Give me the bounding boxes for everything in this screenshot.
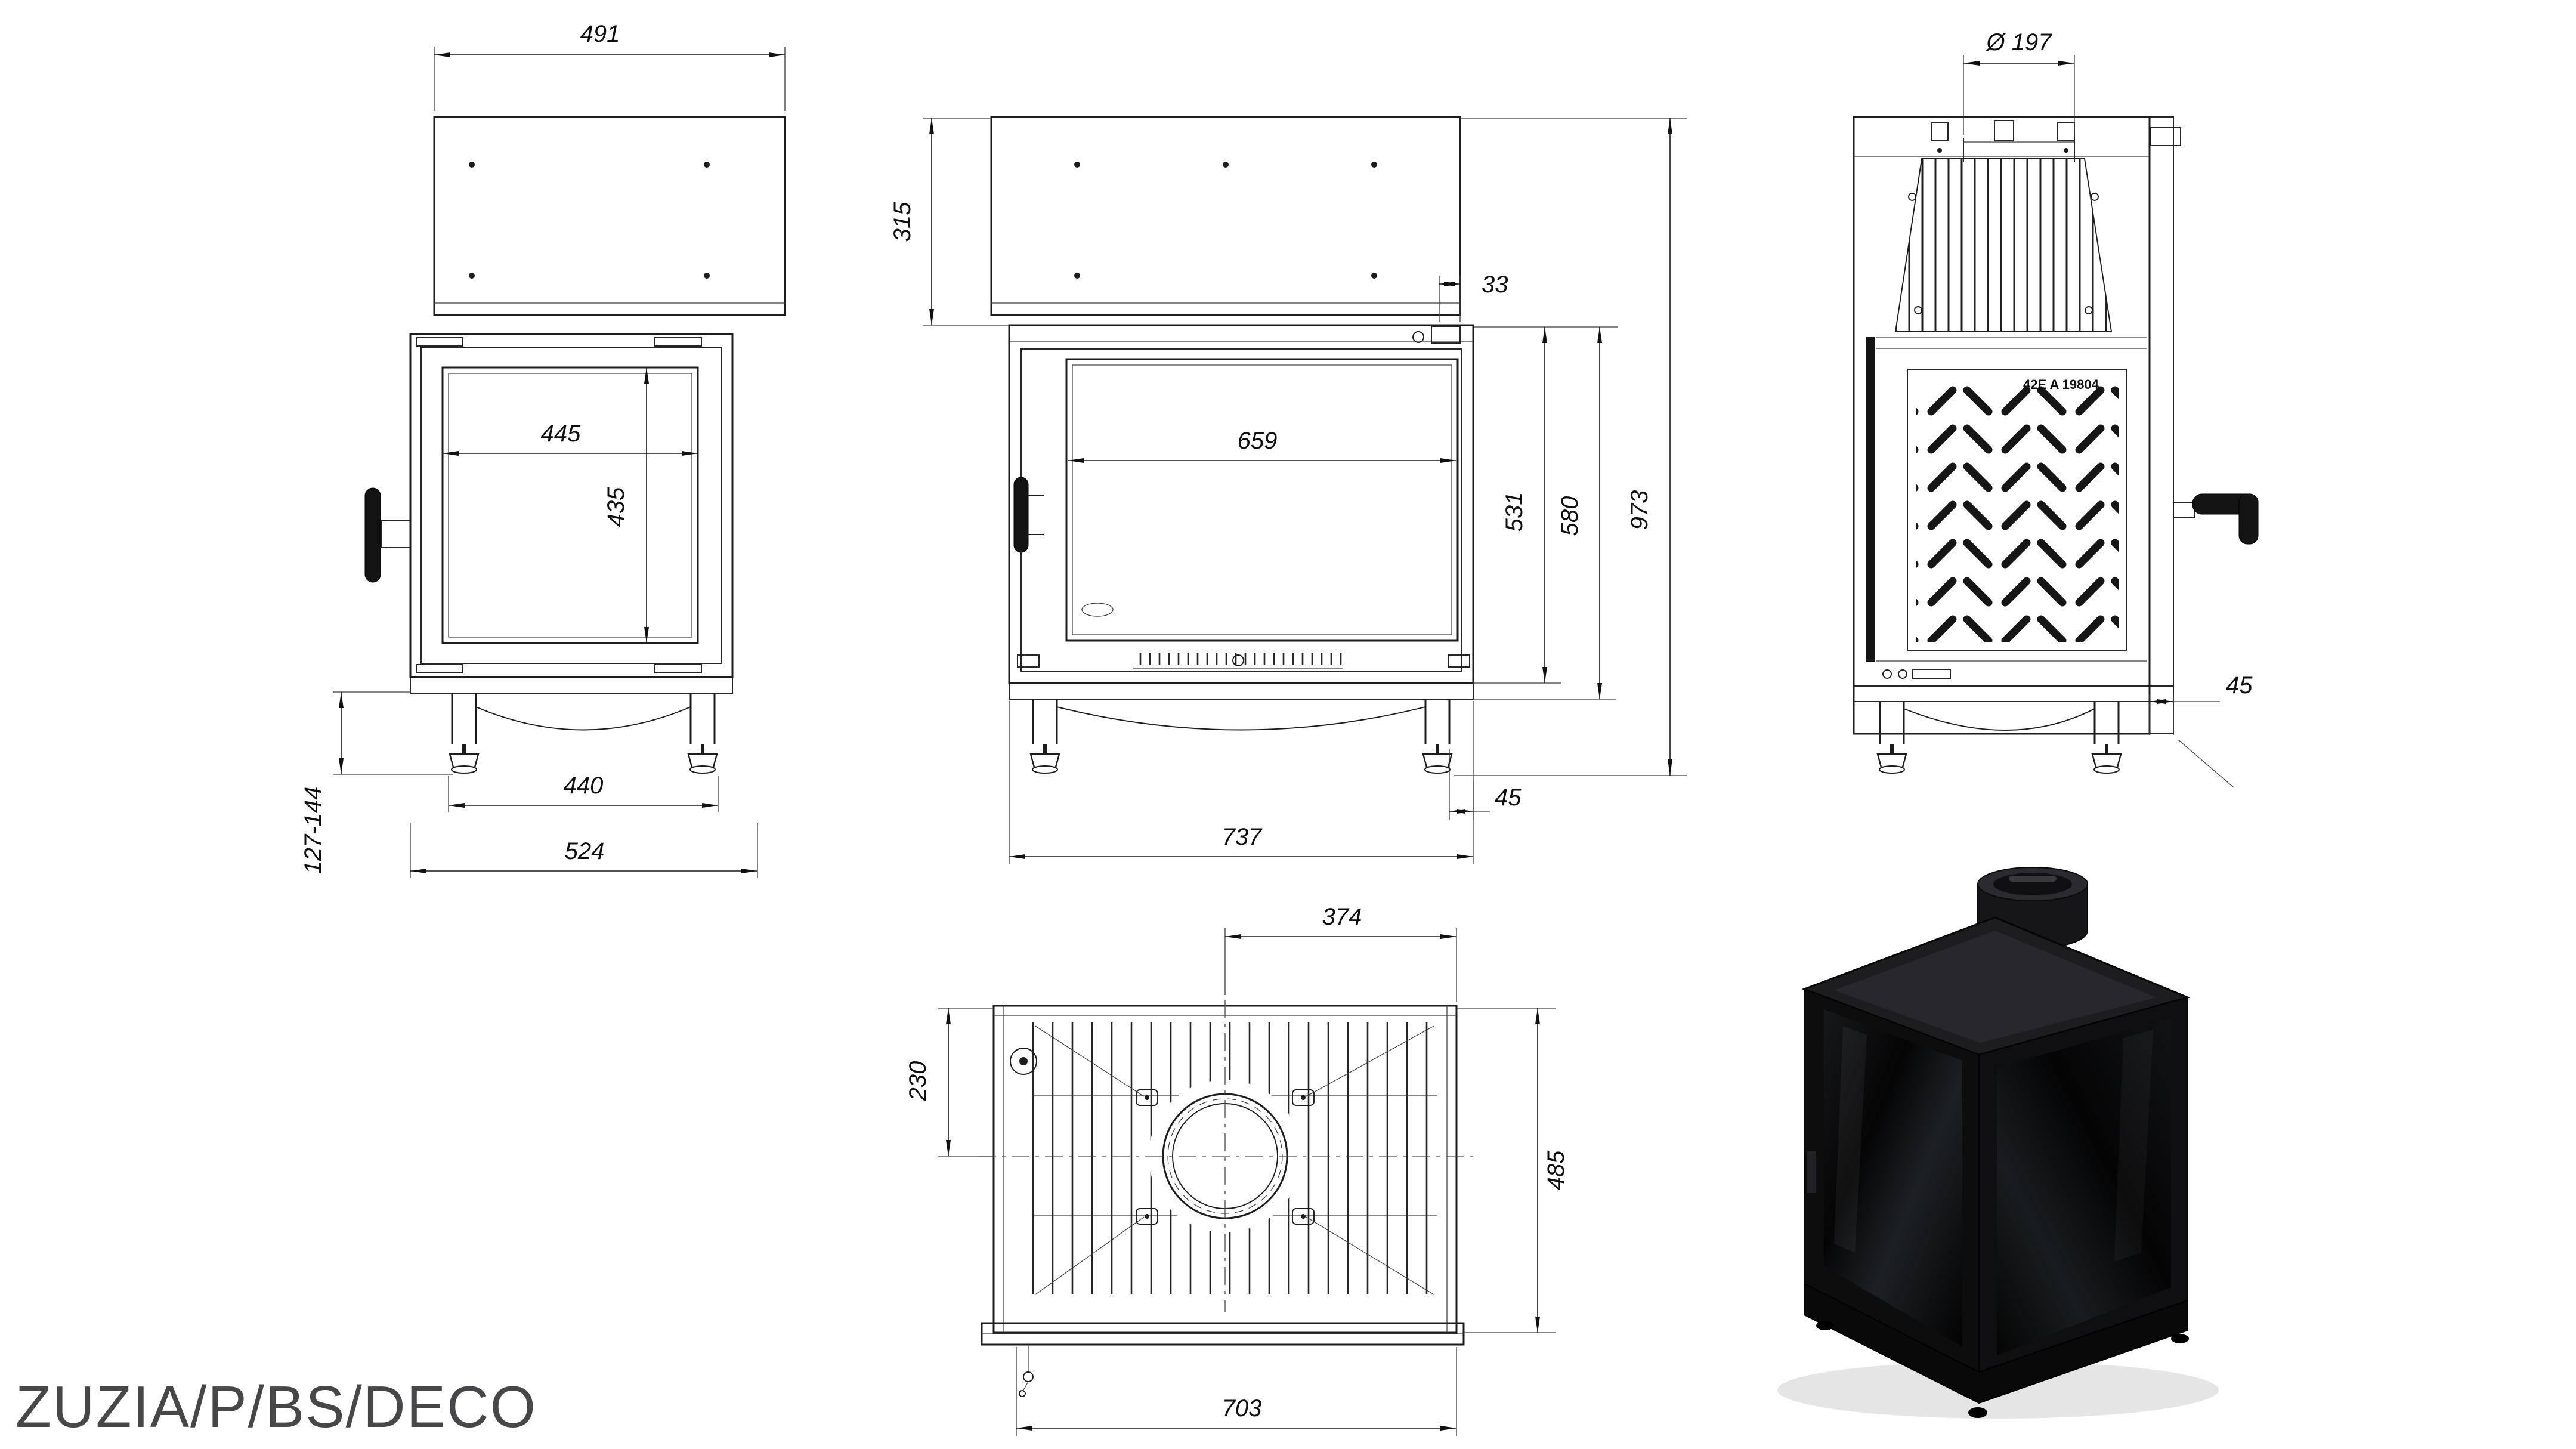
dim-label: 531 bbox=[1501, 492, 1527, 532]
casting-mark: 42E A 19804 bbox=[2023, 377, 2099, 392]
handle-bracket bbox=[2173, 502, 2195, 518]
deco-back-panel bbox=[1916, 382, 2119, 642]
dim-front-base-offset: 45 bbox=[1449, 749, 1522, 820]
adjustable-foot bbox=[450, 744, 478, 773]
dim-front-top-panel-height: 315 bbox=[889, 118, 1009, 326]
dim-label: 524 bbox=[565, 838, 605, 864]
dim-label: 374 bbox=[1322, 904, 1362, 930]
hinge-plate bbox=[654, 337, 702, 347]
dim-top-flue-offset: 374 bbox=[1224, 904, 1457, 1002]
dim-label: 485 bbox=[1543, 1150, 1569, 1190]
dim-label: 703 bbox=[1222, 1395, 1262, 1422]
handle-hint bbox=[1807, 1151, 1816, 1193]
dim-label: 33 bbox=[1482, 271, 1508, 298]
dim-label: 45 bbox=[1495, 784, 1522, 811]
heat-exchanger-fins bbox=[1895, 159, 2111, 332]
dim-front-overall-height: 973 bbox=[1454, 118, 1687, 776]
pull-chain-ring bbox=[1023, 1371, 1034, 1382]
product-title: ZUZIA/P/BS/DECO bbox=[16, 1374, 537, 1439]
product-photo bbox=[1777, 867, 2219, 1419]
door-handle bbox=[1013, 477, 1029, 553]
hinge-pin bbox=[1010, 1048, 1037, 1075]
dim-top-flue-depth: 230 bbox=[905, 1008, 994, 1157]
hinge-plate bbox=[416, 337, 463, 347]
dim-label: Ø 197 bbox=[1986, 29, 2053, 55]
base-skirt bbox=[475, 706, 691, 731]
dim-rear-flue-diameter: Ø 197 bbox=[1963, 29, 2075, 135]
damper-knob bbox=[1412, 331, 1424, 343]
door-handle bbox=[364, 487, 381, 583]
dim-label: 230 bbox=[905, 1061, 931, 1102]
dim-label: 445 bbox=[541, 421, 581, 447]
dim-label: 127-144 bbox=[300, 787, 326, 875]
dim-front-glass-width: 659 bbox=[1068, 428, 1456, 463]
dim-side-foot-height: 127-144 bbox=[300, 691, 453, 875]
dim-side-glass-height: 435 bbox=[603, 367, 649, 643]
view-rear: 42E A 19804 Ø 197 45 bbox=[1853, 29, 2259, 788]
adjustable-foot bbox=[1031, 744, 1059, 773]
dim-side-top-width: 491 bbox=[434, 21, 786, 111]
top-bracket bbox=[1431, 326, 1461, 344]
adjustable-foot bbox=[1423, 744, 1452, 773]
dim-label: 45 bbox=[2226, 672, 2253, 699]
dim-side-glass-width: 445 bbox=[443, 421, 698, 456]
base-plinth bbox=[1804, 1283, 2188, 1404]
dim-label: 435 bbox=[603, 487, 629, 527]
handle-bracket bbox=[381, 520, 411, 548]
dim-top-overall-depth: 485 bbox=[1456, 1008, 1569, 1333]
dim-front-top-offset: 33 bbox=[1439, 271, 1508, 322]
base-skirt bbox=[1903, 708, 2095, 731]
dim-side-overall-depth: 524 bbox=[410, 823, 758, 878]
dim-front-firebox-height: 531 bbox=[1473, 326, 1618, 684]
dim-top-body-width: 703 bbox=[1016, 1347, 1457, 1436]
view-side-left: 491 445 435 127-144 440 524 bbox=[300, 21, 786, 878]
dim-label: 659 bbox=[1238, 428, 1278, 454]
view-top: 374 230 485 703 bbox=[905, 904, 1569, 1436]
dim-rear-side-offset: 45 bbox=[2149, 672, 2253, 788]
adjustable-foot bbox=[1878, 744, 1906, 773]
dim-label: 440 bbox=[564, 773, 604, 799]
dim-label: 973 bbox=[1626, 490, 1653, 530]
dim-label: 315 bbox=[889, 202, 916, 242]
dim-label: 580 bbox=[1557, 496, 1583, 536]
dim-label: 491 bbox=[580, 21, 620, 47]
view-front: 315 33 659 531 580 973 bbox=[889, 116, 1687, 864]
door-handle-grip bbox=[2238, 493, 2259, 545]
hinge-plate bbox=[654, 664, 702, 673]
adjustable-foot bbox=[688, 744, 717, 773]
brand-logo bbox=[1081, 603, 1114, 617]
dim-label: 737 bbox=[1222, 824, 1263, 850]
dim-side-feet-span: 440 bbox=[448, 773, 719, 812]
side-glass-edge bbox=[1866, 337, 1875, 662]
dim-front-overall-width: 737 bbox=[1009, 701, 1474, 864]
base-skirt bbox=[1056, 706, 1426, 731]
dim-front-body-height: 580 bbox=[1473, 327, 1616, 700]
adjustable-foot bbox=[2092, 744, 2121, 773]
hinge-plate bbox=[416, 664, 463, 673]
